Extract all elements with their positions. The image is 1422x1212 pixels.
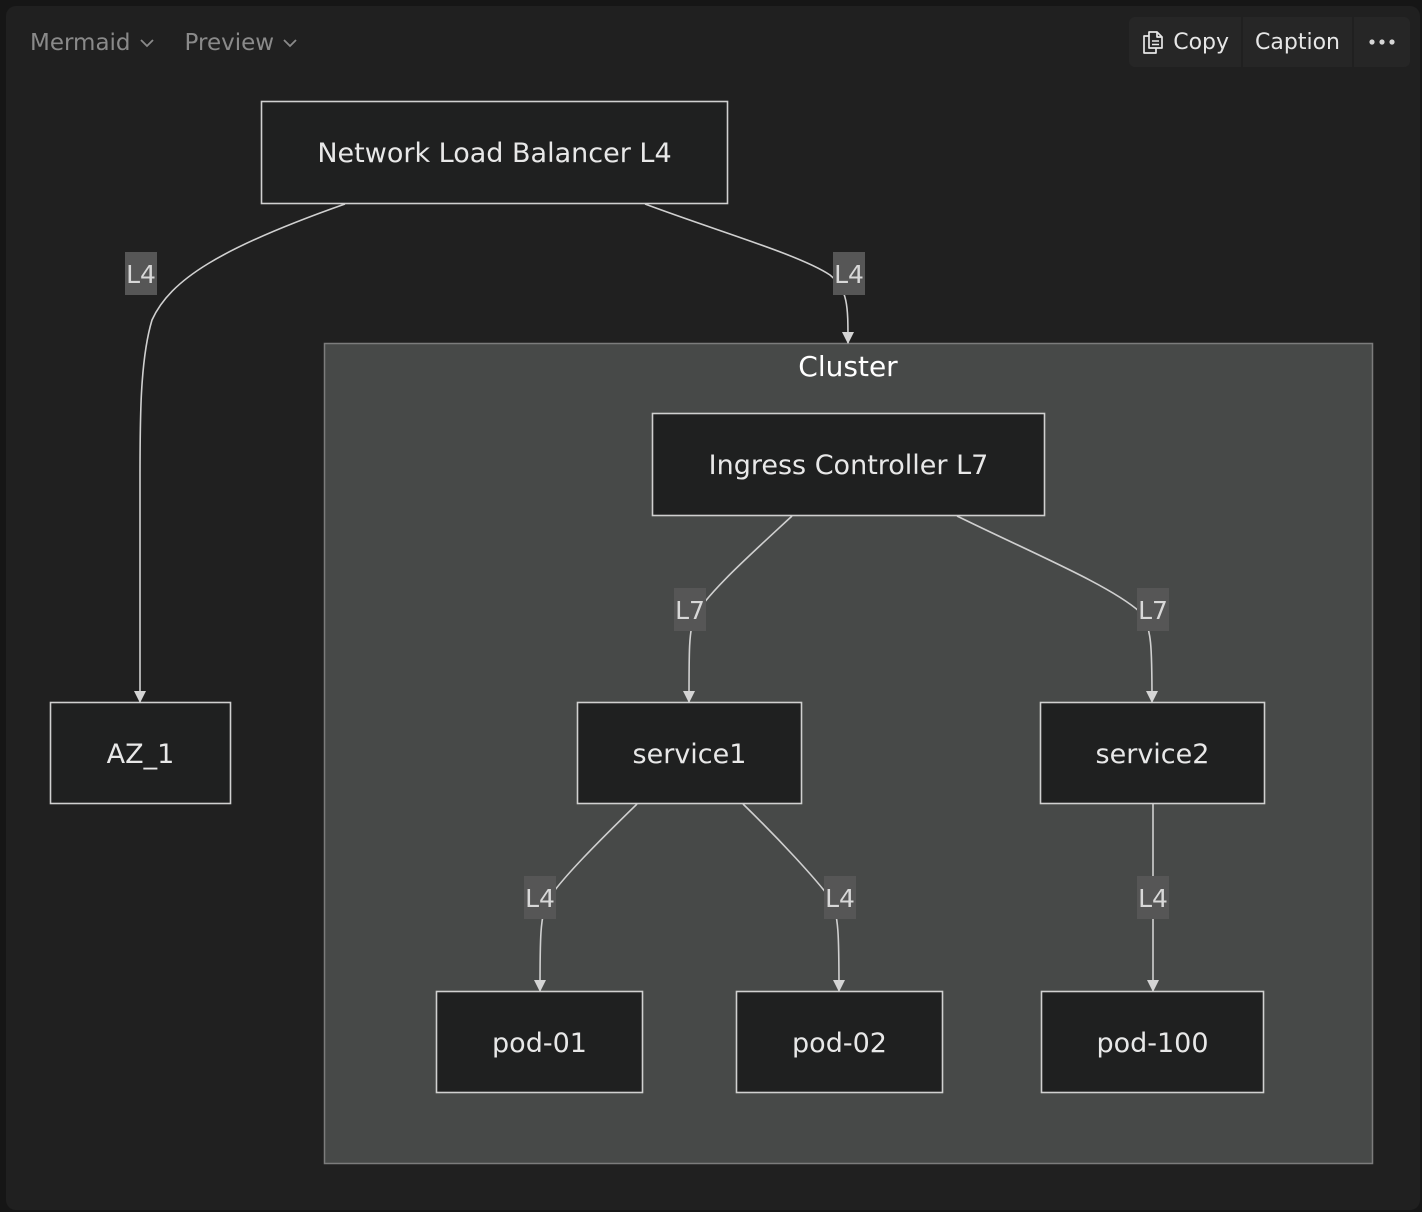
edge-label-text: L4 <box>525 884 555 913</box>
edge-label-text: L4 <box>1138 884 1168 913</box>
node-label: pod-01 <box>492 1028 587 1059</box>
copy-button-label: Copy <box>1173 29 1230 55</box>
edge-label-nlb-to-cluster: L4 <box>833 252 865 295</box>
edge-label-text: L4 <box>834 260 864 289</box>
edge-label-ingress-to-service2: L7 <box>1137 588 1169 631</box>
chevron-down-icon <box>139 39 154 48</box>
edge-label-nlb-to-az: L4 <box>125 252 157 295</box>
caption-button[interactable]: Caption <box>1243 17 1352 67</box>
node-label: Ingress Controller L7 <box>709 450 989 481</box>
edge-label-text: L4 <box>126 260 156 289</box>
edge-nlb-to-cluster <box>644 203 854 344</box>
edge-label-text: L4 <box>825 884 855 913</box>
node-label: service2 <box>1096 739 1210 770</box>
node-label: AZ_1 <box>107 739 175 770</box>
node-network-load-balancer[interactable]: Network Load Balancer L4 <box>260 100 729 205</box>
node-ingress-controller[interactable]: Ingress Controller L7 <box>651 412 1046 517</box>
node-pod-01[interactable]: pod-01 <box>435 990 644 1094</box>
language-dropdown-label: Mermaid <box>30 30 131 56</box>
edge-nlb-to-az <box>134 203 346 703</box>
cluster-label: Cluster <box>798 350 898 383</box>
node-service1[interactable]: service1 <box>576 701 803 805</box>
view-mode-dropdown[interactable]: Preview <box>185 30 299 56</box>
copy-button[interactable]: Copy <box>1129 17 1242 67</box>
edge-label-service1-to-pod02: L4 <box>824 876 856 919</box>
more-options-button[interactable] <box>1354 17 1410 67</box>
node-pod-02[interactable]: pod-02 <box>735 990 944 1094</box>
node-label: Network Load Balancer L4 <box>317 138 671 169</box>
edge-label-service2-to-pod100: L4 <box>1137 876 1169 919</box>
edge-label-ingress-to-service1: L7 <box>674 588 706 631</box>
copy-icon <box>1143 31 1164 54</box>
view-mode-dropdown-label: Preview <box>184 30 275 56</box>
chevron-down-icon <box>283 39 297 48</box>
caption-button-label: Caption <box>1255 29 1340 55</box>
toolbar-left: Mermaid Preview <box>30 26 298 60</box>
language-dropdown[interactable]: Mermaid <box>30 30 155 56</box>
node-label: pod-100 <box>1096 1028 1208 1059</box>
ellipsis-icon <box>1369 39 1395 45</box>
node-label: pod-02 <box>792 1028 887 1059</box>
edge-label-text: L7 <box>675 596 705 625</box>
node-service2[interactable]: service2 <box>1039 701 1266 805</box>
toolbar-right: Copy Caption <box>1129 17 1410 67</box>
edge-label-text: L7 <box>1138 596 1168 625</box>
node-pod-100[interactable]: pod-100 <box>1040 990 1265 1094</box>
edge-ingress-to-service2 <box>956 515 1158 703</box>
edge-label-service1-to-pod01: L4 <box>524 876 556 919</box>
node-az-1[interactable]: AZ_1 <box>49 701 232 805</box>
node-label: service1 <box>633 739 747 770</box>
